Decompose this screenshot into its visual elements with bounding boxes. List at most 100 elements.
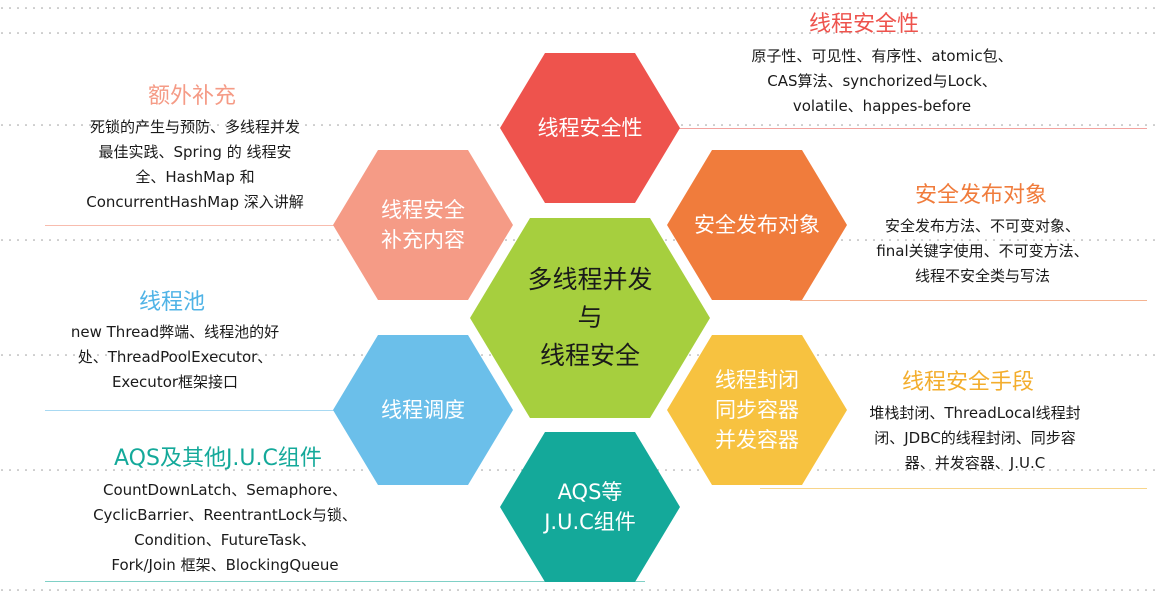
grid-dot [929, 32, 931, 34]
grid-dot [73, 469, 75, 471]
grid-dot [457, 7, 459, 9]
grid-dot [961, 124, 963, 126]
grid-dot [81, 124, 83, 126]
grid-dot [745, 32, 747, 34]
grid-dot [337, 7, 339, 9]
grid-dot [369, 7, 371, 9]
grid-dot [921, 7, 923, 9]
grid-dot [97, 32, 99, 34]
grid-dot [825, 124, 827, 126]
grid-dot [185, 124, 187, 126]
grid-dot [521, 589, 523, 591]
grid-dot [969, 354, 971, 356]
grid-dot [905, 7, 907, 9]
grid-dot [825, 354, 827, 356]
grid-dot [585, 7, 587, 9]
grid-dot [1089, 589, 1091, 591]
grid-dot [217, 239, 219, 241]
grid-dot [49, 469, 51, 471]
grid-dot [857, 124, 859, 126]
grid-dot [1105, 589, 1107, 591]
grid-dot [1129, 7, 1131, 9]
grid-dot [1137, 589, 1139, 591]
grid-dot [65, 589, 67, 591]
grid-dot [33, 124, 35, 126]
grid-dot [433, 589, 435, 591]
grid-dot [449, 589, 451, 591]
connector-line-safe-publish [790, 300, 1147, 301]
grid-dot [889, 7, 891, 9]
grid-dot [113, 469, 115, 471]
grid-dot [217, 124, 219, 126]
grid-dot [769, 589, 771, 591]
grid-dot [737, 589, 739, 591]
grid-dot [817, 7, 819, 9]
grid-dot [1105, 124, 1107, 126]
grid-dot [209, 124, 211, 126]
grid-dot [337, 32, 339, 34]
grid-dot [161, 469, 163, 471]
connector-line-extra [45, 225, 345, 226]
grid-dot [1121, 32, 1123, 34]
grid-dot [921, 239, 923, 241]
grid-dot [233, 589, 235, 591]
grid-dot [65, 239, 67, 241]
grid-dot [337, 469, 339, 471]
grid-dot [577, 32, 579, 34]
grid-dot [513, 7, 515, 9]
grid-dot [817, 124, 819, 126]
connector-line-thread-pool [45, 410, 345, 411]
grid-dot [873, 124, 875, 126]
grid-dot [409, 7, 411, 9]
grid-dot [137, 7, 139, 9]
grid-dot [929, 7, 931, 9]
grid-dot [17, 239, 19, 241]
grid-dot [369, 124, 371, 126]
grid-dot [729, 589, 731, 591]
grid-dot [113, 32, 115, 34]
grid-dot [897, 354, 899, 356]
grid-dot [921, 469, 923, 471]
grid-dot [265, 354, 267, 356]
connector-line-aqs [45, 581, 645, 582]
grid-dot [1041, 124, 1043, 126]
grid-dot [425, 124, 427, 126]
grid-dot [697, 7, 699, 9]
grid-dot [1001, 7, 1003, 9]
grid-dot [345, 124, 347, 126]
grid-dot [73, 7, 75, 9]
grid-dot [297, 589, 299, 591]
grid-dot [1073, 469, 1075, 471]
grid-dot [977, 32, 979, 34]
grid-dot [937, 354, 939, 356]
note-desc-thread-pool: new Thread弊端、线程池的好 处、ThreadPoolExecutor、… [70, 323, 280, 391]
grid-dot [9, 239, 11, 241]
grid-dot [825, 589, 827, 591]
grid-dot [1025, 32, 1027, 34]
grid-dot [209, 239, 211, 241]
grid-dot [697, 124, 699, 126]
grid-dot [881, 32, 883, 34]
grid-dot [361, 124, 363, 126]
grid-dot [1097, 589, 1099, 591]
grid-dot [41, 7, 43, 9]
grid-dot [1065, 589, 1067, 591]
grid-dot [89, 589, 91, 591]
grid-dot [769, 124, 771, 126]
grid-dot [873, 469, 875, 471]
grid-dot [441, 7, 443, 9]
grid-dot [993, 32, 995, 34]
grid-dot [593, 7, 595, 9]
grid-dot [1017, 7, 1019, 9]
grid-dot [193, 469, 195, 471]
grid-dot [609, 589, 611, 591]
grid-dot [41, 354, 43, 356]
note-desc-safety-means: 堆栈封闭、ThreadLocal线程封 闭、JDBC的线程封闭、同步容 器、并发… [869, 404, 1081, 472]
grid-dot [729, 124, 731, 126]
grid-dot [161, 354, 163, 356]
grid-dot [833, 124, 835, 126]
grid-dot [265, 469, 267, 471]
grid-dot [57, 354, 59, 356]
grid-dot [89, 32, 91, 34]
grid-dot [649, 32, 651, 34]
